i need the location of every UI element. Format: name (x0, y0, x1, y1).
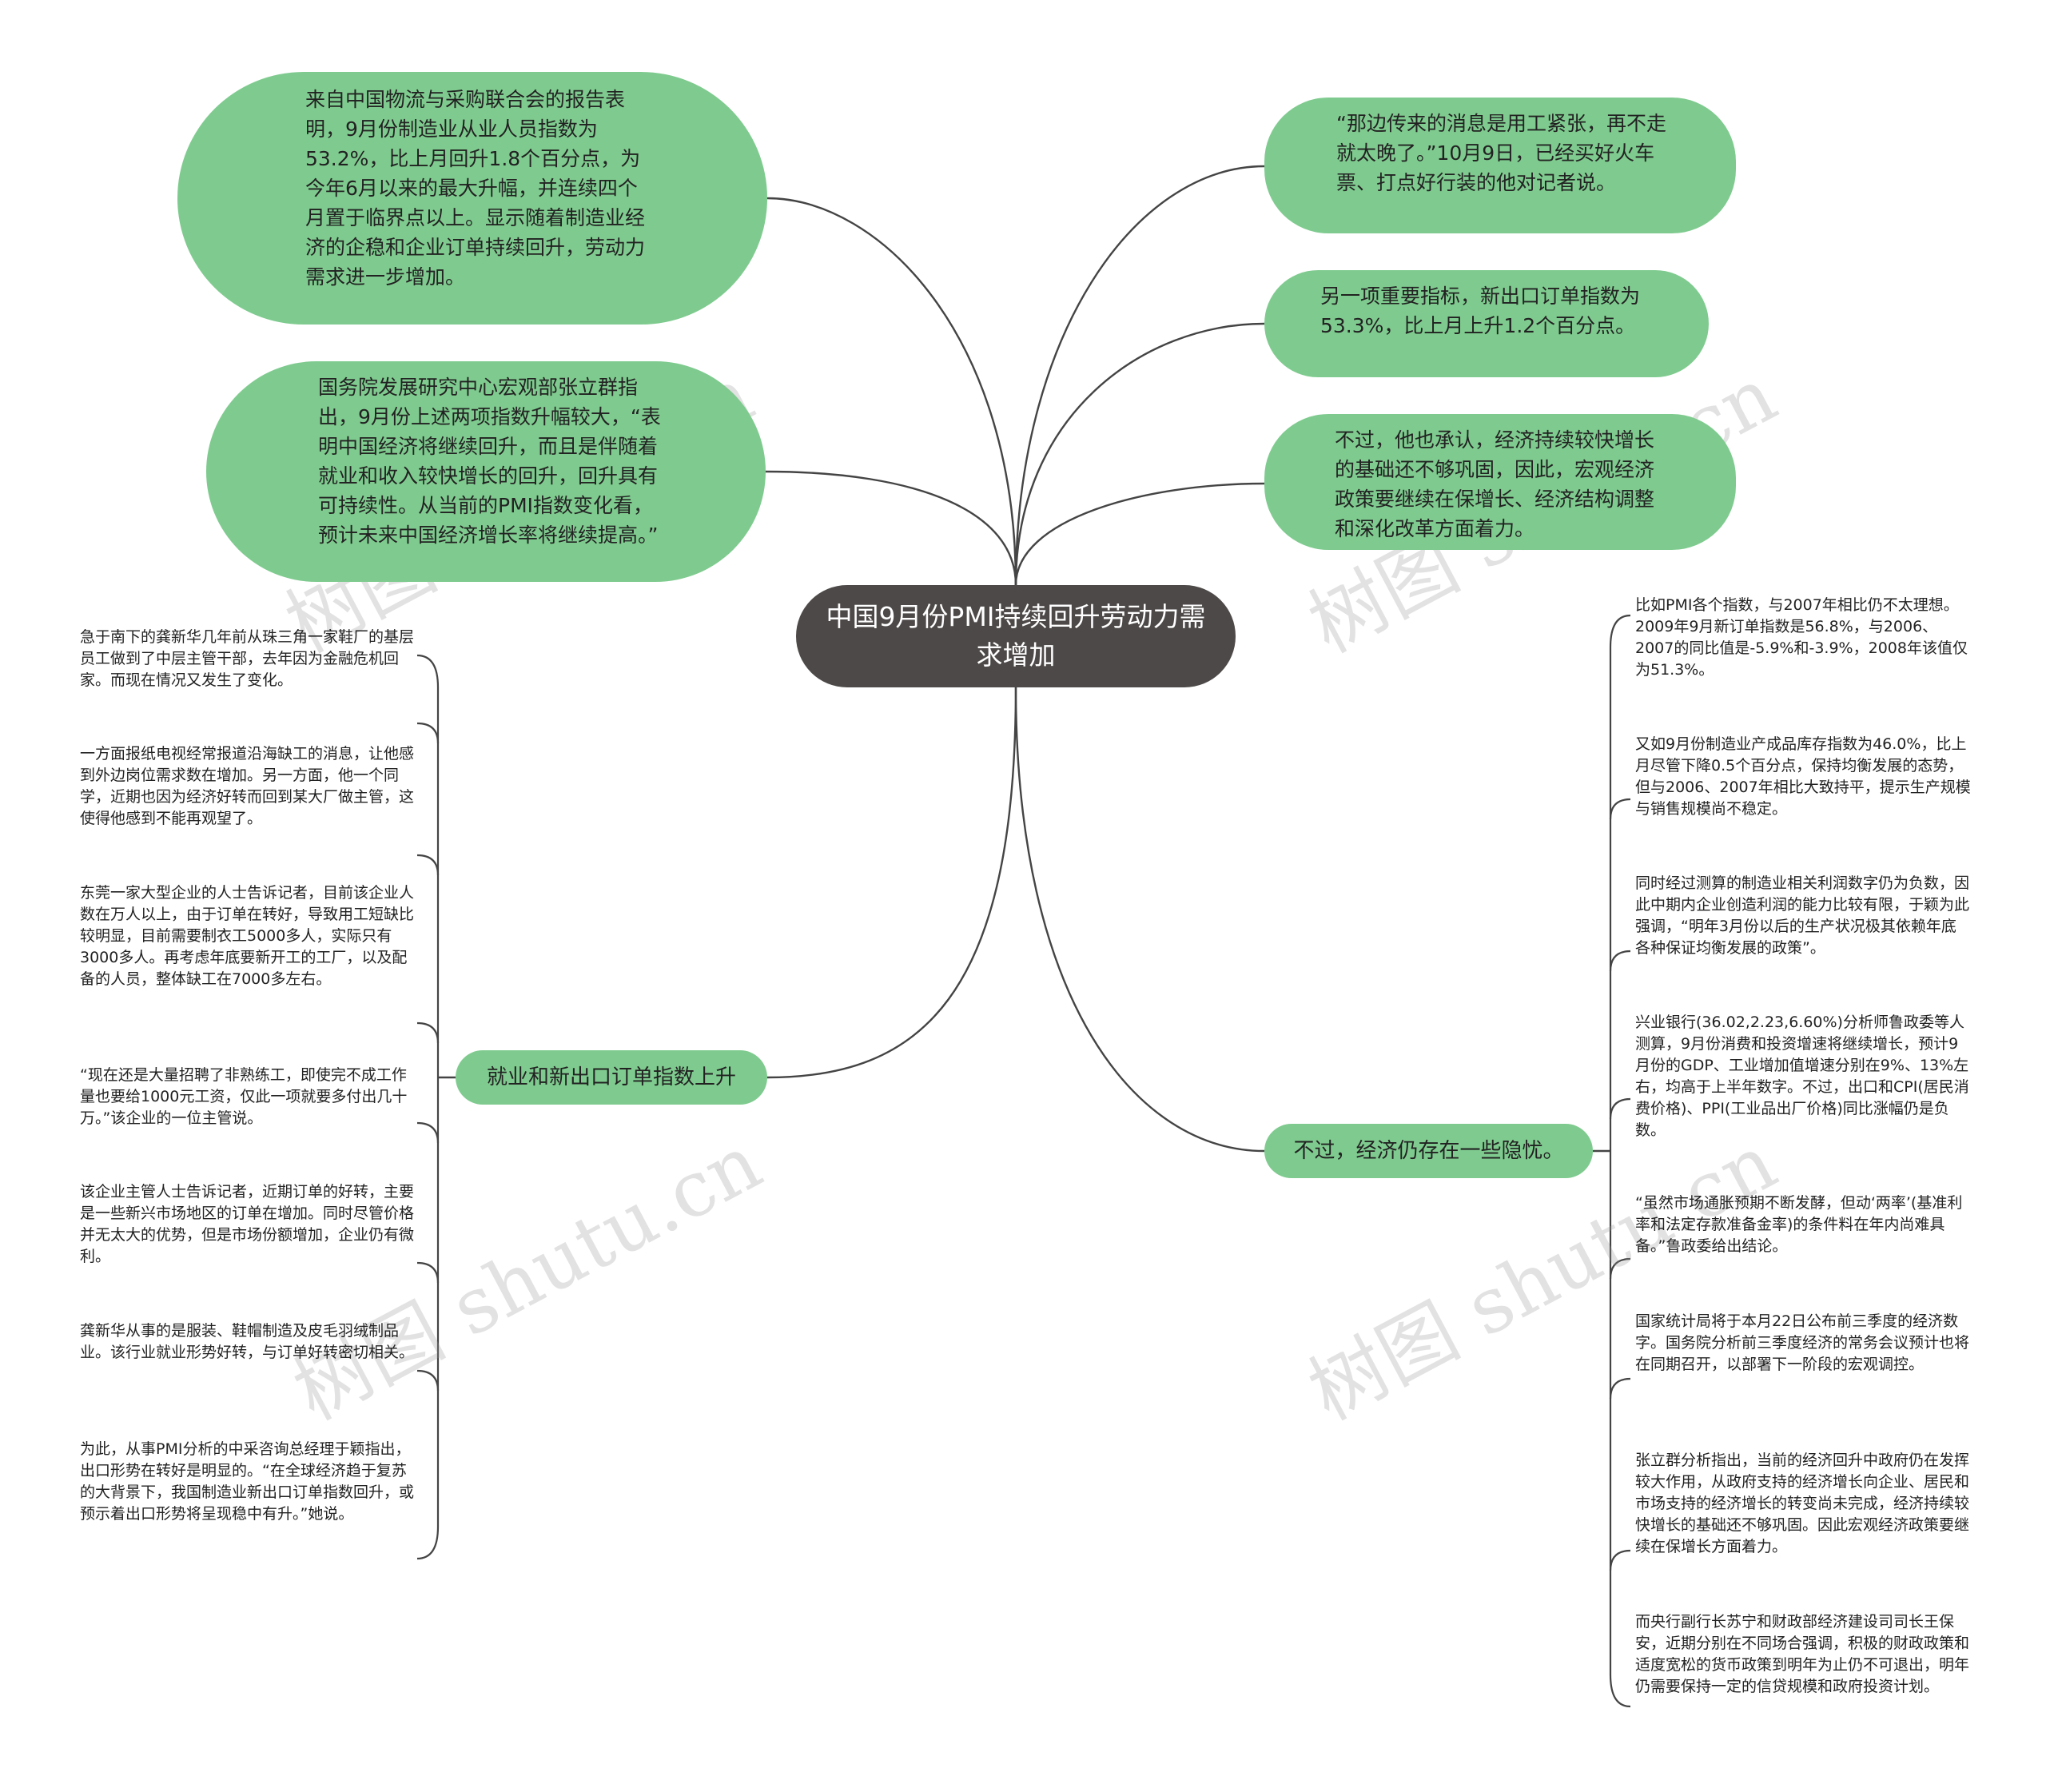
leaf-statistics-bureau-release: 国家统计局将于本月22日公布前三季度的经济数字。国务院分析前三季度经济的常务会议… (1635, 1312, 1970, 1373)
leaf-garment-industry: 龚新华从事的是服装、鞋帽制造及皮毛羽绒制品业。该行业就业形势好转，与订单好转密切… (80, 1322, 415, 1361)
leaf-inventory-index: 又如9月份制造业产成品库存指数为46.0%，比上月尽管下降0.5个百分点，保持均… (1635, 735, 1971, 818)
topic-label: 来自中国物流与采购联合会的报告表明，9月份制造业从业人员指数为53.2%，比上月… (305, 88, 646, 289)
leaf-fiscal-monetary-policy: 而央行副行长苏宁和财政部经济建设司司长王保安，近期分别在不同场合强调，积极的财政… (1635, 1613, 1970, 1695)
branch-economic-concerns[interactable]: 不过，经济仍存在一些隐忧。 (1264, 1124, 1593, 1178)
leaf-gong-xinhua-background: 急于南下的龚新华几年前从珠三角一家鞋厂的基层员工做到了中层主管干部，去年因为金融… (80, 628, 415, 689)
topic-growth-foundation-not-solid[interactable]: 不过，他也承认，经济持续较快增长的基础还不够巩固，因此，宏观经济政策要继续在保增… (1264, 414, 1736, 550)
root-topic-label: 中国9月份PMI持续回升劳动力需求增加 (826, 601, 1206, 671)
branch-label: 不过，经济仍存在一些隐忧。 (1293, 1139, 1564, 1163)
leaf-pmi-vs-2007: 比如PMI各个指数，与2007年相比仍不太理想。2009年9月新订单指数是56.… (1635, 596, 1968, 679)
leaf-coastal-labor-shortage: 一方面报纸电视经常报道沿海缺工的消息，让他感到外边岗位需求数在增加。另一方面，他… (80, 745, 415, 827)
leaf-emerging-market-orders: 该企业主管人士告诉记者，近期订单的好转，主要是一些新兴市场地区的订单在增加。同时… (80, 1183, 415, 1265)
branch-employment-export-orders[interactable]: 就业和新出口订单指数上升 (456, 1050, 767, 1105)
edge-root-right-top-2 (1014, 322, 1265, 586)
root-topic[interactable]: 中国9月份PMI持续回升劳动力需求增加 (796, 585, 1236, 687)
left-bracket (416, 654, 440, 1560)
topic-new-export-orders-index[interactable]: 另一项重要指标，新出口订单指数为53.3%，比上月上升1.2个百分点。 (1264, 270, 1709, 377)
leaf-yu-ying-export-outlook: 为此，从事PMI分析的中采咨询总经理于颖指出，出口形势在转好是明显的。“在全球经… (80, 1440, 415, 1523)
leaf-dongguan-enterprise: 东莞一家大型企业的人士告诉记者，目前该企业人数在万人以上，由于订单在转好，导致用… (80, 884, 415, 988)
right-bracket (1609, 614, 1631, 1708)
leaf-unskilled-hiring: “现在还是大量招聘了非熟练工，即使完不成工作量也要给1000元工资，仅此一项就要… (80, 1066, 408, 1127)
topic-labor-shortage-news[interactable]: “那边传来的消息是用工紧张，再不走就太晚了。”10月9日，已经买好火车票、打点好… (1264, 98, 1736, 233)
leaf-government-role: 张立群分析指出，当前的经济回升中政府仍在发挥较大作用，从政府支持的经济增长向企业… (1635, 1452, 1970, 1555)
edge-root-left-branch (766, 687, 1017, 1079)
branch-label: 就业和新出口订单指数上升 (486, 1065, 736, 1089)
leaf-profit-negative: 同时经过测算的制造业相关利润数字仍为负数，因此中期内企业创造利润的能力比较有限，… (1635, 874, 1970, 957)
topic-zhang-liqun-analysis[interactable]: 国务院发展研究中心宏观部张立群指出，9月份上述两项指数升幅较大，“表明中国经济将… (206, 361, 766, 582)
edge-root-right-top-1 (1014, 165, 1265, 586)
leaf-industrial-bank-forecast: 兴业银行(36.02,2.23,6.60%)分析师鲁政委等人测算，9月份消费和投… (1635, 1013, 1969, 1139)
edge-root-left-top-1 (766, 197, 1017, 586)
edge-root-right-branch (1014, 687, 1265, 1153)
topic-manufacturing-employment-index[interactable]: 来自中国物流与采购联合会的报告表明，9月份制造业从业人员指数为53.2%，比上月… (177, 72, 767, 325)
edge-root-left-top-2 (765, 470, 1017, 586)
topic-label: 不过，他也承认，经济持续较快增长的基础还不够巩固，因此，宏观经济政策要继续在保增… (1335, 428, 1655, 540)
topic-label: 国务院发展研究中心宏观部张立群指出，9月份上述两项指数升幅较大，“表明中国经济将… (318, 376, 661, 547)
leaf-interest-rate-conclusion: “虽然市场通胀预期不断发酵，但动‘两率’(基准利率和法定存款准备金率)的条件料在… (1635, 1194, 1963, 1255)
topic-label: 另一项重要指标，新出口订单指数为53.3%，比上月上升1.2个百分点。 (1320, 285, 1641, 337)
edge-root-right-top-3 (1014, 482, 1265, 586)
topic-label: “那边传来的消息是用工紧张，再不走就太晚了。”10月9日，已经买好火车票、打点好… (1336, 112, 1666, 194)
